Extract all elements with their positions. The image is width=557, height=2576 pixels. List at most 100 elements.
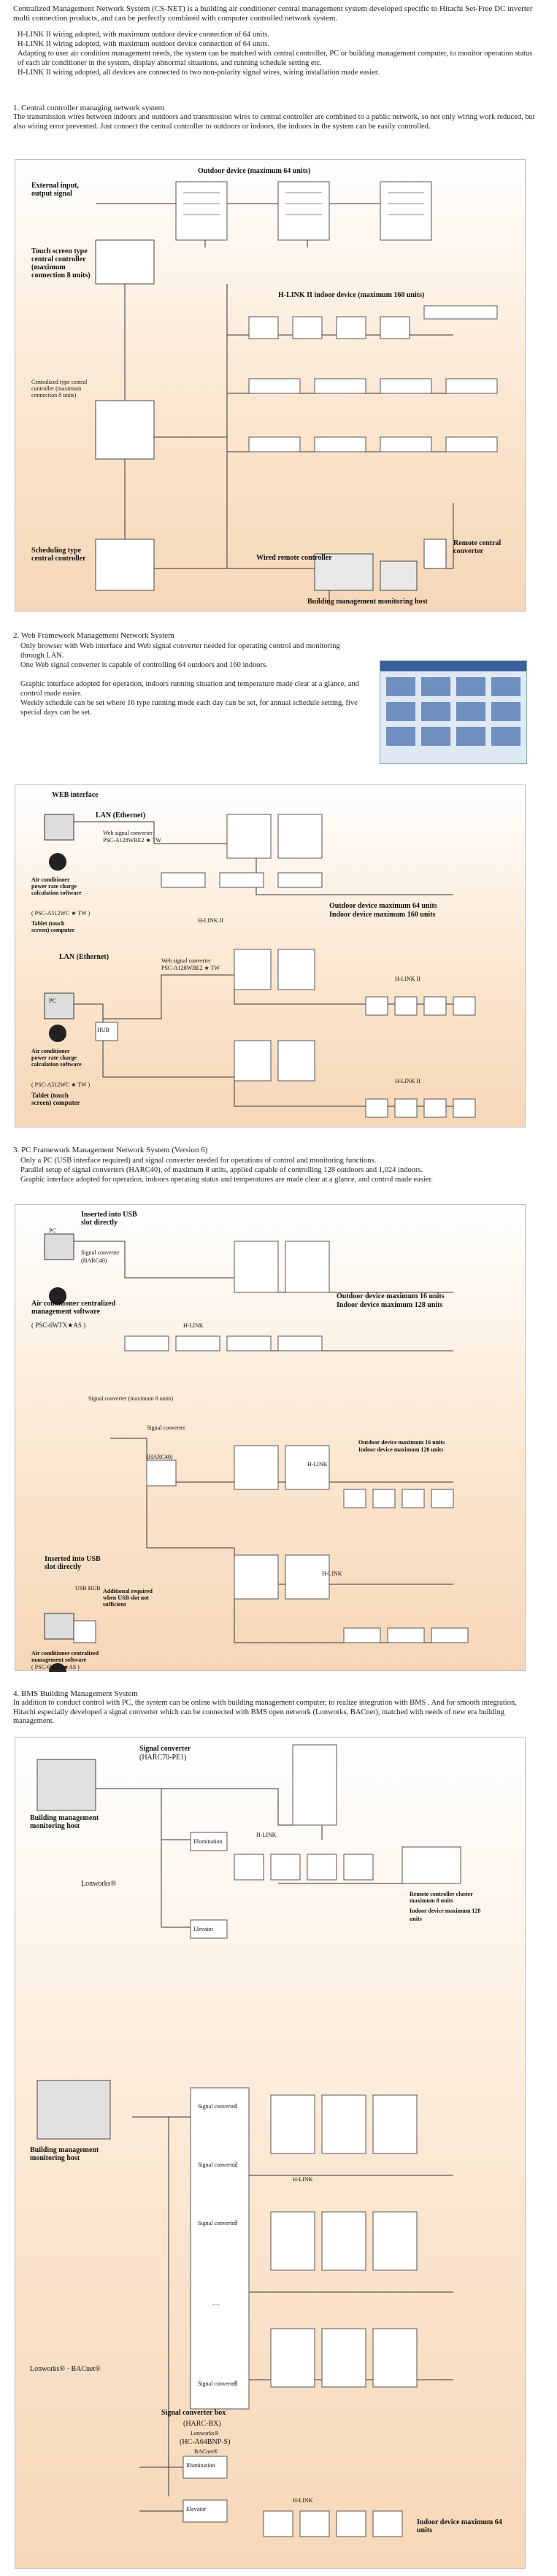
section4-wiring [37, 1744, 461, 2537]
signal-converter-label: Signal converter (HARC40) [81, 1249, 120, 1264]
model-label: PSC-A128WBE2 ★ TW [161, 965, 220, 971]
tablet-label: Tablet (touch screen) computer [31, 920, 75, 933]
section3-bullet: Only a PC (USB interface required) and s… [20, 1157, 377, 1165]
illumination-box: Illumination [186, 2462, 215, 2469]
lan-label: LAN (Ethernet) [96, 811, 146, 820]
indoor-max-label: Indoor device maximum 128 units [337, 1301, 443, 1309]
model-label: PSC-A128WBE2 ★ TW [103, 837, 161, 844]
intro-bullet: H-LINK II wiring adopted, with maximum o… [18, 31, 269, 39]
harcbx-label: (HARC-BX) [183, 2420, 221, 2428]
model-label: ( PSC-6WTX★AS ) [31, 1322, 86, 1329]
hca-label: (HC-A64BNP-S) [180, 2438, 231, 2446]
section3-diagram: Inserted into USB slot directly Signal c… [15, 1204, 526, 1672]
bacnet-label: BACnet® [194, 2448, 218, 2455]
section2-title: 2. Web Framework Management Network Syst… [13, 631, 174, 640]
indoor-max-label: Indoor device maximum 128 units [358, 1446, 444, 1453]
intro-text: Centralized Management Network System (C… [13, 4, 533, 23]
outdoor-max-label: Outdoor device maximum 16 units [337, 1292, 445, 1300]
signal-converter-label: Signal converter [198, 2103, 237, 2110]
elevator-box: Elevator [186, 2506, 207, 2513]
intro-bullet: Adapting to user air condition managemen… [18, 50, 533, 67]
power-software-label: Air conditioner power rate charge calcul… [31, 1048, 82, 1068]
ellipsis: … [212, 2299, 220, 2307]
indoor-max-label: Indoor device maximum 160 units [329, 911, 436, 919]
intro-bullet: H-LINK II wiring adopted, with maximum o… [18, 40, 269, 48]
harc70-label: (HARC70-PE1) [139, 1754, 187, 1762]
converter-number: 1 [234, 2102, 238, 2110]
section2-diagram: WEB interface LAN (Ethernet) Web signal … [15, 784, 526, 1127]
signal-converter-label: Signal converter [198, 2162, 237, 2168]
outdoor-device-label: Outdoor device (maximum 64 units) [198, 167, 311, 175]
model-label: ( PSC-A512WC ★ TW ) [31, 910, 91, 917]
hlink-label: H-LINK [256, 1832, 277, 1838]
central-software-label: Air conditioner centralized management s… [31, 1650, 99, 1663]
section4-title: 4. BMS Building Management System [13, 1689, 138, 1698]
indoor-max-label: Indoor device maximum 128 units [410, 1908, 481, 1922]
web-interface-label: WEB interface [52, 791, 99, 799]
section1-wiring [95, 181, 498, 605]
hlink-label: H-LINK II [198, 917, 223, 924]
outdoor-max-label: Outdoor device maximum 16 units [358, 1439, 445, 1446]
signal-max-label: Signal converter (maximum 8 units) [88, 1395, 173, 1402]
section3-bullet: Graphic interface adopted for operation,… [20, 1176, 434, 1184]
centralized-controller-label: Centralized type central controller (max… [31, 379, 88, 398]
elevator-box: Elevator [193, 1926, 214, 1932]
signal-converter-label: Signal converter [147, 1424, 185, 1431]
remote-converter-label: Remote central converter [453, 539, 502, 555]
web-interface-screenshot [380, 660, 527, 764]
signal-converter-label: Signal converter [139, 1745, 191, 1753]
section1-diagram: External input, output signal Touch scre… [15, 159, 526, 612]
section4-desc: In addition to conduct control with PC, … [13, 1699, 517, 1725]
hlink-indoor-label: H-LINK II indoor device (maximum 160 uni… [278, 291, 425, 299]
section2-bullet: Only browser with Web interface and Web … [20, 642, 340, 660]
web-signal-label: Web signal converter [161, 957, 211, 964]
illumination-box: Illumination [193, 1838, 223, 1845]
tablet-label: Tablet (touch screen) computer [31, 1092, 80, 1106]
pc-label: PC [49, 998, 56, 1004]
converter-number: 3 [234, 2219, 238, 2226]
usb-direct-label: Inserted into USB slot directly [81, 1211, 137, 1227]
central-software-label: Air conditioner centralized management s… [31, 1300, 116, 1316]
section1-desc: The transmission wires between indoors a… [13, 113, 535, 131]
outdoor-max-label: Outdoor device maximum 64 units [329, 902, 437, 910]
hub-label: HUB [97, 1027, 110, 1033]
section1-title: 1. Central controller managing network s… [13, 104, 165, 112]
section2-wiring [44, 814, 476, 1118]
section2-bullet: One Web signal converter is capable of c… [20, 661, 268, 669]
section2-bullet: Graphic interface adopted for operation,… [20, 680, 359, 698]
section2-bullet: Weekly schedule can be set where 16 type… [20, 699, 358, 717]
signal-converter-label: Signal converter [198, 2380, 237, 2387]
converter-number: 2 [234, 2161, 238, 2168]
touch-controller-label: Touch screen type central controller (ma… [31, 247, 91, 279]
bms-host-label: Building management monitoring host [307, 598, 428, 606]
web-interface-thumbnail [380, 661, 526, 746]
section3-bullet: Parallel setup of signal converters (HAR… [20, 1166, 423, 1174]
signal-converter-label: Signal converter [198, 2220, 237, 2226]
usb-hub-label: USB HUB [75, 1585, 101, 1592]
hlink-label: H-LINK [322, 1570, 342, 1577]
converter-box-label: Signal converter box [161, 2409, 226, 2417]
lonworks-bacnet-label: Lonworks® · BACnet® [30, 2365, 101, 2373]
lonworks-label: Lonworks® [191, 2430, 219, 2437]
bms-host-label: Building management monitoring host [30, 1814, 99, 1830]
hlink-label: H-LINK [293, 2497, 313, 2504]
model-label: ( PSC-6WTX★AS ) [31, 1664, 80, 1670]
converter-number: 8 [234, 2380, 238, 2387]
pc-label: PC [49, 1227, 56, 1234]
indoor-max-label: Indoor device maximum 64 units [417, 2518, 502, 2534]
section3-wiring [44, 1233, 469, 1672]
hlink-label: H-LINK [293, 2176, 313, 2183]
additional-note: Additional required when USB slot not su… [103, 1588, 153, 1608]
web-signal-label: Web signal converter [103, 830, 153, 836]
section3-title: 3. PC Framework Management Network Syste… [13, 1146, 208, 1154]
lonworks-label: Lonworks® [81, 1880, 117, 1888]
wired-controller-label: Wired remote controller [256, 554, 332, 562]
model-label: ( PSC-A512WC ★ TW ) [31, 1081, 91, 1088]
external-io-label: External input, output signal [31, 182, 80, 198]
remote-cluster-label: Remote controller cluster maximum 8 unit… [410, 1891, 473, 1904]
usb-direct-label: Inserted into USB slot directly [45, 1555, 101, 1571]
hlink-label: H-LINK [183, 1322, 204, 1329]
bms-host-label: Building management monitoring host [30, 2146, 99, 2162]
intro-bullet: H-LINK II wiring adopted, all devices ar… [18, 69, 380, 77]
harc-label: (HARC40) [147, 1454, 173, 1460]
